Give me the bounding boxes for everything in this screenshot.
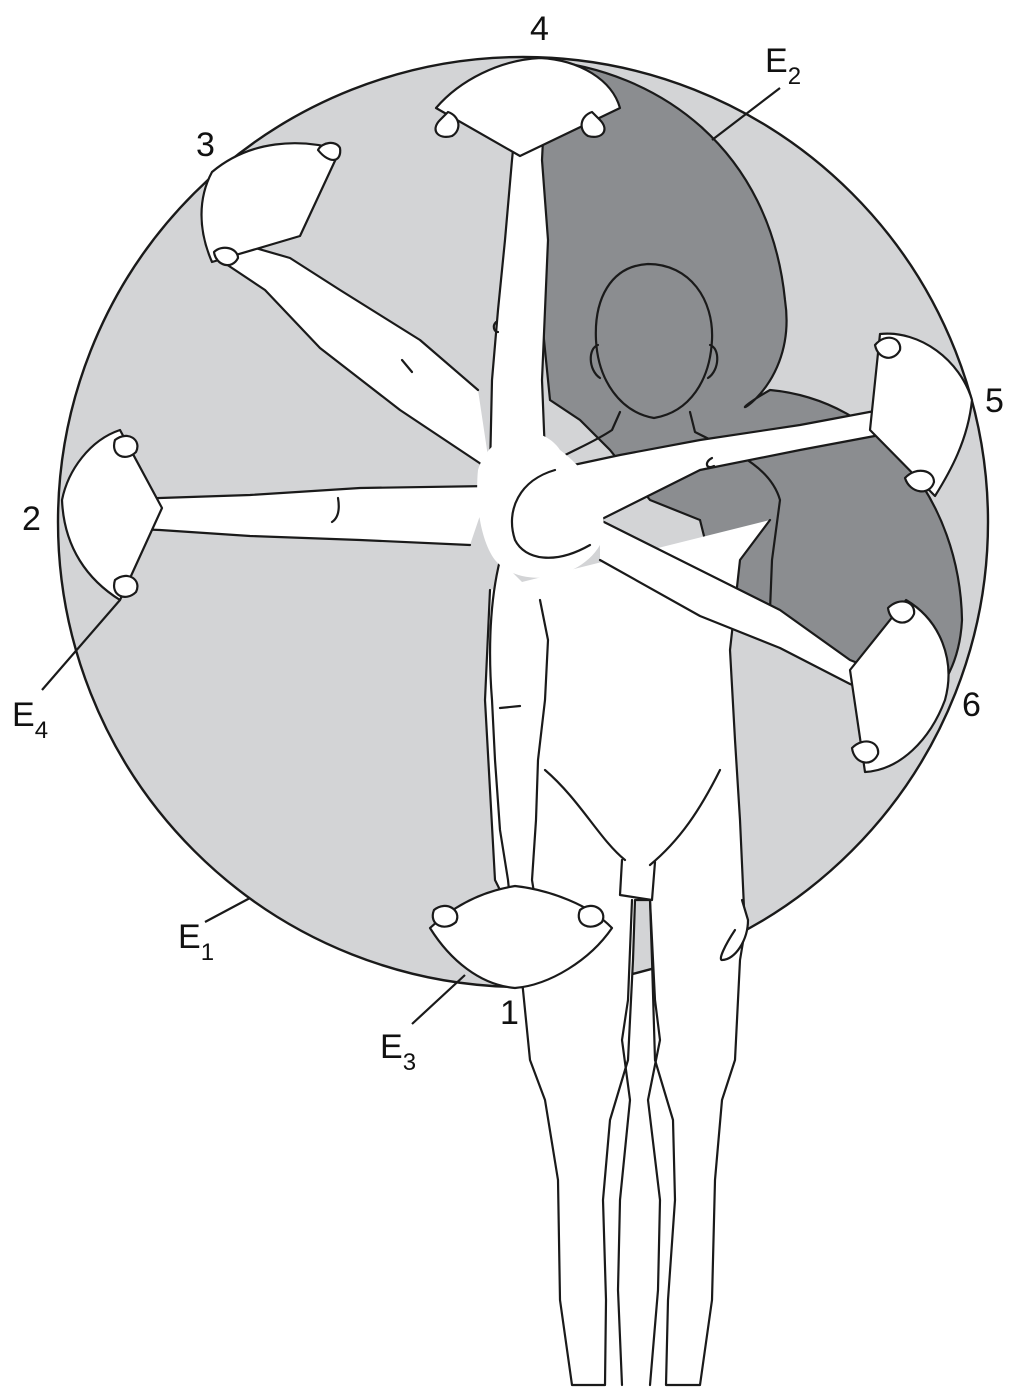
envelope-label-e2: E2 xyxy=(765,42,801,90)
leader-e3 xyxy=(412,975,465,1024)
position-label-5: 5 xyxy=(985,382,1004,420)
envelope-label-e3: E3 xyxy=(380,1028,416,1076)
leader-e1 xyxy=(205,898,250,922)
position-label-6: 6 xyxy=(962,686,981,724)
envelope-label-e1: E1 xyxy=(178,918,214,966)
position-label-4: 4 xyxy=(530,10,549,48)
position-label-1: 1 xyxy=(500,994,519,1032)
position-label-3: 3 xyxy=(196,126,215,164)
envelope-label-e4: E4 xyxy=(12,696,48,744)
position-label-2: 2 xyxy=(22,500,41,538)
